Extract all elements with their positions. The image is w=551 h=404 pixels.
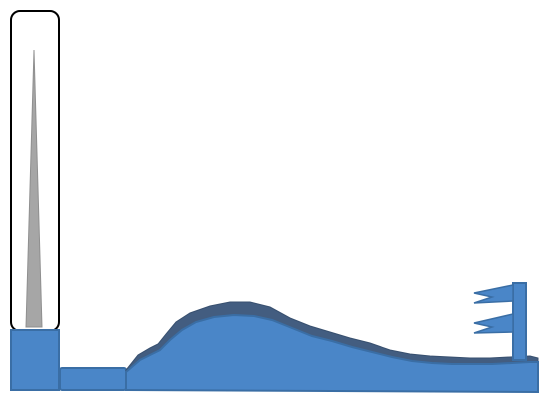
flag-upper xyxy=(473,284,514,304)
flag-pole xyxy=(512,282,527,361)
start-platform xyxy=(59,367,127,391)
flag-lower xyxy=(473,313,514,334)
tee-block xyxy=(10,329,60,391)
fairway-hill xyxy=(125,313,539,394)
power-meter[interactable] xyxy=(10,10,60,332)
power-meter-needle xyxy=(25,49,43,328)
